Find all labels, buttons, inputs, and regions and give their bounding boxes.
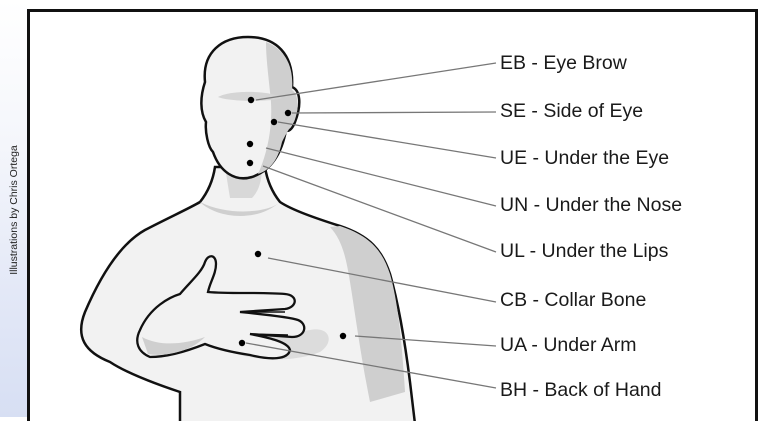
point-un [247, 141, 253, 147]
point-cb [255, 251, 261, 257]
diagram-frame: EB - Eye Brow SE - Side of Eye UE - Unde… [27, 9, 758, 421]
leader-line-un [266, 148, 496, 206]
label-ue: UE - Under the Eye [500, 149, 669, 169]
finger-line-2 [250, 334, 288, 335]
label-se: SE - Side of Eye [500, 102, 643, 122]
label-eb: EB - Eye Brow [500, 54, 627, 74]
leader-line-se [292, 112, 496, 113]
body-illustration [30, 12, 758, 421]
leader-line-ue [278, 122, 496, 158]
point-ue [271, 119, 277, 125]
point-eb [248, 97, 254, 103]
label-ua: UA - Under Arm [500, 336, 637, 356]
point-ul [247, 160, 253, 166]
point-bh [239, 340, 245, 346]
label-un: UN - Under the Nose [500, 196, 682, 216]
label-cb: CB - Collar Bone [500, 291, 646, 311]
point-se [285, 110, 291, 116]
label-ul: UL - Under the Lips [500, 242, 668, 262]
label-bh: BH - Back of Hand [500, 381, 661, 401]
point-ua [340, 333, 346, 339]
illustration-credit: Illustrations by Chris Ortega [8, 145, 20, 275]
left-margin-bar: Illustrations by Chris Ortega [0, 0, 27, 417]
